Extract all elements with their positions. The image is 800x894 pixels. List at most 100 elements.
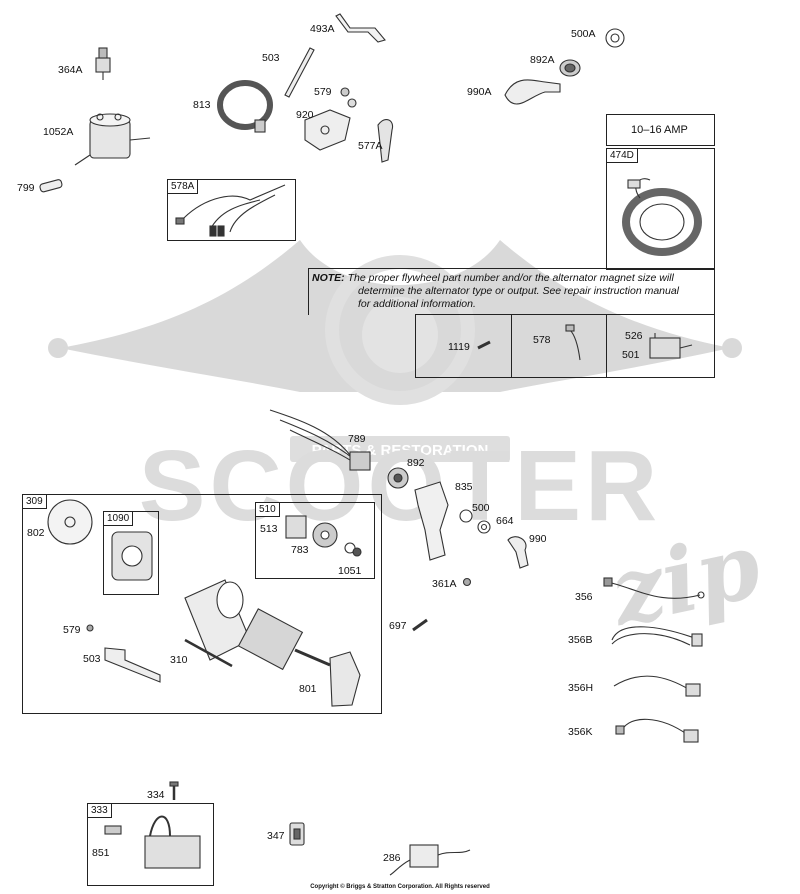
part-356K-drawing (615, 718, 699, 743)
group-309-label: 309 (22, 494, 47, 509)
label-835: 835 (455, 481, 473, 493)
label-801: 801 (299, 683, 317, 695)
note-box (308, 268, 715, 315)
label-286: 286 (383, 852, 401, 864)
part-920-drawing (304, 109, 351, 151)
part-503-drawing (284, 47, 315, 98)
label-697: 697 (389, 620, 407, 632)
part-697-drawing (412, 618, 428, 632)
group-474D-box: 474D (606, 148, 715, 270)
part-starter-housing-drawing (184, 579, 251, 661)
part-347-drawing (289, 822, 305, 846)
group-1090-label: 1090 (103, 511, 134, 526)
part-356-drawing (603, 577, 705, 599)
part-526-501-drawing (649, 333, 693, 359)
group-1090-box: 1090 (103, 511, 159, 595)
label-500A: 500A (571, 28, 596, 40)
label-1051: 1051 (338, 565, 362, 577)
label-361A: 361A (432, 578, 457, 590)
group-578A-label: 578A (167, 179, 199, 194)
note-prefix: NOTE: (312, 272, 345, 284)
group-510-label: 510 (255, 502, 280, 517)
label-310: 310 (170, 654, 188, 666)
part-armature-drawing (237, 608, 331, 671)
copyright-notice: Copyright © Briggs & Stratton Corporatio… (310, 884, 490, 890)
amp-rating: 10–16 AMP (631, 124, 688, 136)
label-513: 513 (260, 523, 278, 535)
part-579-nut-drawing (86, 624, 94, 632)
label-356H: 356H (568, 682, 594, 694)
label-356K: 356K (568, 726, 593, 738)
label-851: 851 (92, 847, 110, 859)
part-500-drawing (459, 509, 473, 523)
flywheel-note: NOTE: The proper flywheel part number an… (312, 272, 714, 311)
label-802: 802 (27, 527, 45, 539)
group-333-label: 333 (87, 803, 112, 818)
part-361A-drawing (462, 577, 472, 587)
label-347: 347 (267, 830, 285, 842)
label-578: 578 (533, 334, 551, 346)
group-333-box: 333 (87, 803, 214, 886)
part-493A-drawing (335, 13, 386, 43)
part-892A-drawing (559, 59, 581, 77)
group-578A-box: 578A (167, 179, 296, 241)
label-1052A: 1052A (43, 126, 74, 138)
part-664-drawing (477, 520, 491, 534)
note-line-3: for additional information. (358, 298, 476, 310)
label-990: 990 (529, 533, 547, 545)
part-990-drawing (507, 536, 529, 569)
part-310-drawing (184, 638, 233, 668)
part-334-drawing (169, 781, 179, 800)
label-990A: 990A (467, 86, 492, 98)
label-493A: 493A (310, 23, 335, 35)
label-503-bottom: 503 (83, 653, 101, 665)
part-813-drawing (217, 80, 273, 133)
part-851-drawing (104, 825, 122, 835)
note-line-1: The proper flywheel part number and/or t… (347, 272, 674, 284)
note-line-2: determine the alternator type or output.… (358, 285, 680, 297)
part-1051-drawing (344, 542, 362, 557)
part-578-drawing (565, 324, 581, 361)
label-503-top: 503 (262, 52, 280, 64)
label-500: 500 (472, 502, 490, 514)
group-474D-label: 474D (606, 148, 638, 163)
part-799-drawing (39, 179, 63, 193)
label-920: 920 (296, 109, 314, 121)
part-577A-drawing (377, 119, 394, 163)
label-526: 526 (625, 330, 643, 342)
part-802-drawing (47, 499, 93, 545)
label-579-bottom: 579 (63, 624, 81, 636)
label-664: 664 (496, 515, 514, 527)
part-364A-drawing (95, 47, 111, 80)
part-513-drawing (285, 515, 307, 539)
part-783-drawing (312, 522, 338, 548)
options-divider-2 (606, 314, 607, 378)
part-286-drawing (389, 844, 471, 876)
label-813: 813 (193, 99, 211, 111)
part-892-drawing (387, 467, 409, 489)
part-474D-drawing (622, 178, 702, 256)
part-1090-drawing (111, 531, 153, 581)
group-309-box: 309 (22, 494, 382, 714)
alternator-options-box (415, 314, 715, 378)
label-577A: 577A (358, 140, 383, 152)
part-503-bracket-drawing (104, 647, 161, 683)
part-835-drawing (414, 481, 449, 561)
label-789: 789 (348, 433, 366, 445)
label-579-top: 579 (314, 86, 332, 98)
options-divider-1 (511, 314, 512, 378)
label-892: 892 (407, 457, 425, 469)
group-510-box: 510 (255, 502, 375, 579)
part-500A-drawing (605, 28, 625, 48)
label-334: 334 (147, 789, 165, 801)
label-501: 501 (622, 349, 640, 361)
part-801-drawing (329, 651, 361, 707)
label-892A: 892A (530, 54, 555, 66)
label-783: 783 (291, 544, 309, 556)
part-356H-drawing (613, 675, 701, 697)
label-799: 799 (17, 182, 35, 194)
part-990A-drawing (504, 79, 561, 105)
label-356: 356 (575, 591, 593, 603)
part-356B-drawing (611, 626, 703, 647)
